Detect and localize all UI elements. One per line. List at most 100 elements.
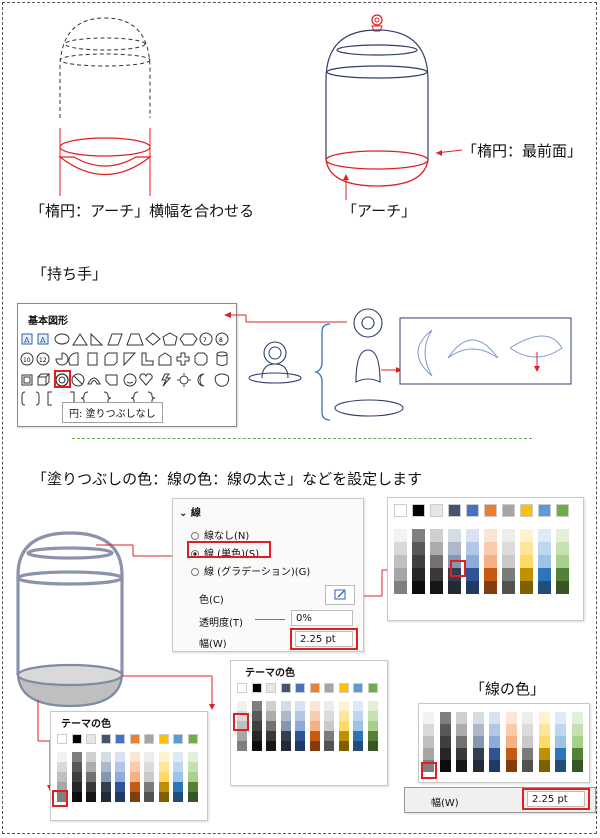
color-swatch[interactable]: [555, 736, 566, 748]
color-swatch[interactable]: [394, 555, 407, 568]
color-swatch[interactable]: [129, 792, 140, 802]
width-input-2[interactable]: 2.25 pt: [527, 791, 585, 807]
color-swatch[interactable]: [472, 724, 484, 736]
color-swatch[interactable]: [338, 701, 349, 711]
color-swatch[interactable]: [251, 701, 262, 711]
color-swatch[interactable]: [466, 504, 479, 517]
color-swatch[interactable]: [309, 711, 320, 721]
color-swatch[interactable]: [502, 542, 515, 555]
color-swatch[interactable]: [129, 782, 140, 792]
color-swatch[interactable]: [538, 712, 550, 724]
color-swatch[interactable]: [353, 731, 363, 741]
color-swatch[interactable]: [439, 736, 451, 748]
color-swatch[interactable]: [86, 734, 96, 744]
color-swatch[interactable]: [456, 736, 467, 748]
color-swatch[interactable]: [251, 741, 262, 751]
line-color-button[interactable]: [325, 585, 355, 605]
color-swatch[interactable]: [484, 581, 497, 594]
color-swatch[interactable]: [266, 711, 276, 721]
color-swatch[interactable]: [538, 724, 550, 736]
color-swatch[interactable]: [100, 734, 111, 744]
color-swatch[interactable]: [556, 568, 569, 581]
color-swatch[interactable]: [187, 734, 198, 744]
color-swatch[interactable]: [439, 712, 451, 724]
color-swatch[interactable]: [57, 734, 67, 744]
color-swatch[interactable]: [556, 529, 569, 542]
color-swatch[interactable]: [266, 731, 276, 741]
color-swatch[interactable]: [324, 741, 334, 751]
color-swatch[interactable]: [100, 792, 111, 802]
color-swatch[interactable]: [423, 760, 434, 772]
color-swatch[interactable]: [472, 760, 484, 772]
color-swatch[interactable]: [394, 568, 407, 581]
color-swatch[interactable]: [144, 772, 154, 782]
color-swatch[interactable]: [522, 712, 533, 724]
color-swatch[interactable]: [115, 752, 125, 762]
color-swatch[interactable]: [251, 711, 262, 721]
color-swatch[interactable]: [412, 542, 425, 555]
color-swatch[interactable]: [295, 701, 305, 711]
color-swatch[interactable]: [187, 782, 198, 792]
color-swatch[interactable]: [367, 683, 378, 693]
color-swatch[interactable]: [556, 542, 569, 555]
donut-shape-button[interactable]: [54, 370, 71, 388]
color-swatch[interactable]: [309, 701, 320, 711]
color-swatch[interactable]: [571, 748, 583, 760]
radio-no-line[interactable]: 線なし(N): [191, 527, 249, 542]
color-swatch[interactable]: [86, 782, 96, 792]
color-swatch[interactable]: [571, 736, 583, 748]
color-swatch[interactable]: [423, 748, 434, 760]
color-swatch[interactable]: [338, 721, 349, 731]
color-swatch[interactable]: [173, 772, 183, 782]
color-swatch[interactable]: [338, 741, 349, 751]
color-swatch[interactable]: [280, 683, 291, 693]
color-swatch[interactable]: [280, 741, 291, 751]
color-swatch[interactable]: [71, 762, 82, 772]
color-swatch[interactable]: [505, 736, 517, 748]
color-swatch[interactable]: [144, 762, 154, 772]
color-swatch[interactable]: [57, 762, 67, 772]
color-swatch[interactable]: [538, 504, 551, 517]
color-swatch[interactable]: [466, 568, 479, 581]
color-swatch[interactable]: [448, 529, 461, 542]
color-swatch[interactable]: [237, 721, 247, 731]
color-swatch[interactable]: [448, 504, 461, 517]
color-swatch[interactable]: [556, 555, 569, 568]
color-swatch[interactable]: [158, 734, 169, 744]
color-swatch[interactable]: [144, 792, 154, 802]
color-swatch[interactable]: [187, 752, 198, 762]
color-swatch[interactable]: [520, 568, 533, 581]
color-swatch[interactable]: [448, 581, 461, 594]
color-swatch[interactable]: [324, 701, 334, 711]
color-swatch[interactable]: [115, 782, 125, 792]
color-swatch[interactable]: [237, 701, 247, 711]
color-swatch[interactable]: [448, 542, 461, 555]
color-swatch[interactable]: [538, 581, 551, 594]
color-swatch[interactable]: [71, 792, 82, 802]
color-swatch[interactable]: [353, 683, 363, 693]
color-swatch[interactable]: [237, 683, 247, 693]
radio-gradient-line[interactable]: 線 (グラデーション)(G): [191, 563, 310, 578]
color-swatch[interactable]: [295, 683, 305, 693]
color-swatch[interactable]: [522, 736, 533, 748]
color-swatch[interactable]: [466, 542, 479, 555]
color-swatch[interactable]: [100, 752, 111, 762]
color-swatch[interactable]: [173, 734, 183, 744]
color-swatch[interactable]: [412, 529, 425, 542]
color-swatch[interactable]: [484, 504, 497, 517]
color-swatch[interactable]: [295, 721, 305, 731]
color-swatch[interactable]: [489, 724, 500, 736]
color-swatch[interactable]: [489, 760, 500, 772]
color-swatch[interactable]: [324, 721, 334, 731]
color-swatch[interactable]: [86, 762, 96, 772]
color-swatch[interactable]: [57, 752, 67, 762]
color-swatch[interactable]: [86, 792, 96, 802]
color-swatch[interactable]: [472, 712, 484, 724]
color-swatch[interactable]: [538, 760, 550, 772]
color-swatch[interactable]: [173, 792, 183, 802]
color-swatch[interactable]: [237, 731, 247, 741]
color-swatch[interactable]: [430, 555, 443, 568]
color-swatch[interactable]: [367, 721, 378, 731]
color-swatch[interactable]: [129, 762, 140, 772]
color-swatch[interactable]: [173, 762, 183, 772]
